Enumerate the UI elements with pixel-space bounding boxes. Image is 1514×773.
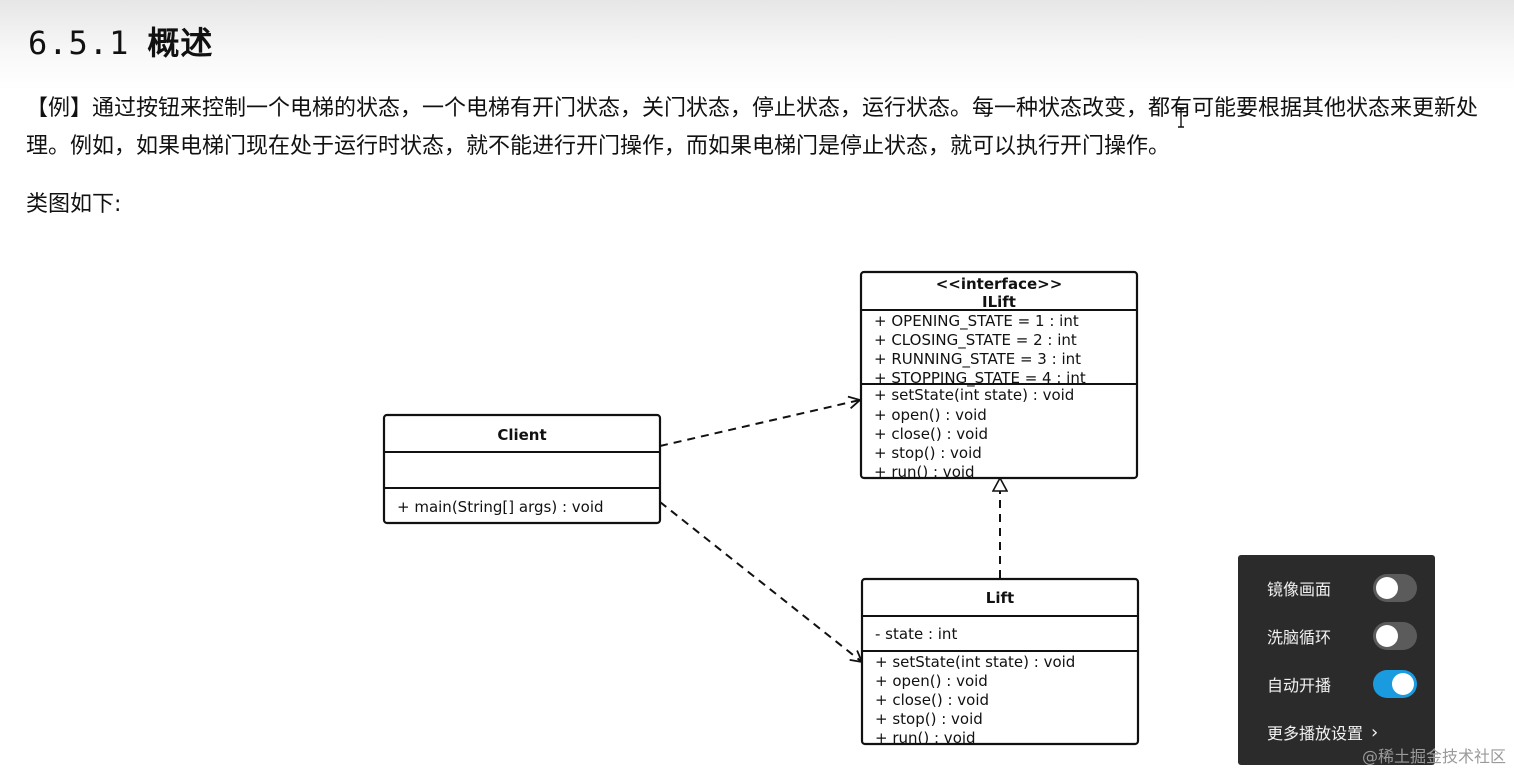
header-background — [0, 0, 1514, 90]
autoplay-setting-row[interactable]: 自动开播 — [1267, 668, 1417, 700]
lift-method: + stop() : void — [875, 710, 983, 728]
lift-method: + setState(int state) : void — [875, 653, 1075, 671]
loop-setting-row[interactable]: 洗脑循环 — [1267, 620, 1417, 652]
ilift-method: + stop() : void — [874, 444, 982, 462]
toggle-knob — [1376, 577, 1398, 599]
lift-class-box: Lift - state : int + setState(int state)… — [860, 577, 1140, 747]
chevron-right-icon: › — [1371, 721, 1379, 743]
ilift-attribute: + CLOSING_STATE = 2 : int — [874, 331, 1077, 350]
client-method: + main(String[] args) : void — [397, 498, 604, 516]
autoplay-label: 自动开播 — [1267, 676, 1332, 695]
class-diagram-label: 类图如下: — [26, 192, 122, 217]
lift-attribute: - state : int — [875, 625, 957, 643]
ilift-attribute: + OPENING_STATE = 1 : int — [874, 312, 1079, 331]
lift-name: Lift — [986, 589, 1014, 607]
lift-method: + open() : void — [875, 672, 988, 690]
ilift-stereotype: <<interface>> — [936, 275, 1063, 293]
client-class-box: Client + main(String[] args) : void — [382, 413, 662, 525]
loop-label: 洗脑循环 — [1267, 628, 1332, 647]
toggle-knob — [1392, 673, 1414, 695]
lift-method: + run() : void — [875, 729, 976, 747]
mirror-toggle[interactable] — [1373, 574, 1417, 602]
watermark: @稀土掘金技术社区 — [1361, 747, 1506, 766]
client-ilift-dependency — [659, 395, 862, 447]
ilift-attribute: + STOPPING_STATE = 4 : int — [874, 369, 1086, 388]
text-cursor-icon — [1178, 108, 1184, 128]
more-settings-link[interactable]: 更多播放设置 › — [1267, 716, 1417, 748]
ilift-method: + run() : void — [874, 463, 975, 481]
ilift-attribute: + RUNNING_STATE = 3 : int — [874, 350, 1081, 369]
autoplay-toggle[interactable] — [1373, 670, 1417, 698]
mirror-label: 镜像画面 — [1267, 580, 1332, 599]
more-settings-label: 更多播放设置 — [1267, 724, 1364, 743]
section-number: 6.5.1 — [28, 24, 130, 62]
ilift-interface-box: <<interface>> ILift + OPENING_STATE = 1 … — [859, 270, 1139, 481]
example-paragraph: 【例】通过按钮来控制一个电梯的状态，一个电梯有开门状态，关门状态，停止状态，运行… — [26, 96, 1479, 159]
client-name: Client — [497, 426, 546, 444]
playback-settings-panel: 镜像画面 洗脑循环 自动开播 更多播放设置 › — [1238, 555, 1435, 765]
ilift-method: + open() : void — [874, 406, 987, 424]
loop-toggle[interactable] — [1373, 622, 1417, 650]
section-title: 概述 — [147, 24, 214, 62]
mirror-setting-row[interactable]: 镜像画面 — [1267, 572, 1417, 604]
ilift-method: + close() : void — [874, 425, 988, 443]
lift-method: + close() : void — [875, 691, 989, 709]
client-lift-dependency — [659, 501, 864, 664]
section-heading: 6.5.1 概述 — [28, 18, 213, 64]
ilift-method: + setState(int state) : void — [874, 386, 1074, 404]
toggle-knob — [1376, 625, 1398, 647]
ilift-name: ILift — [982, 293, 1016, 311]
